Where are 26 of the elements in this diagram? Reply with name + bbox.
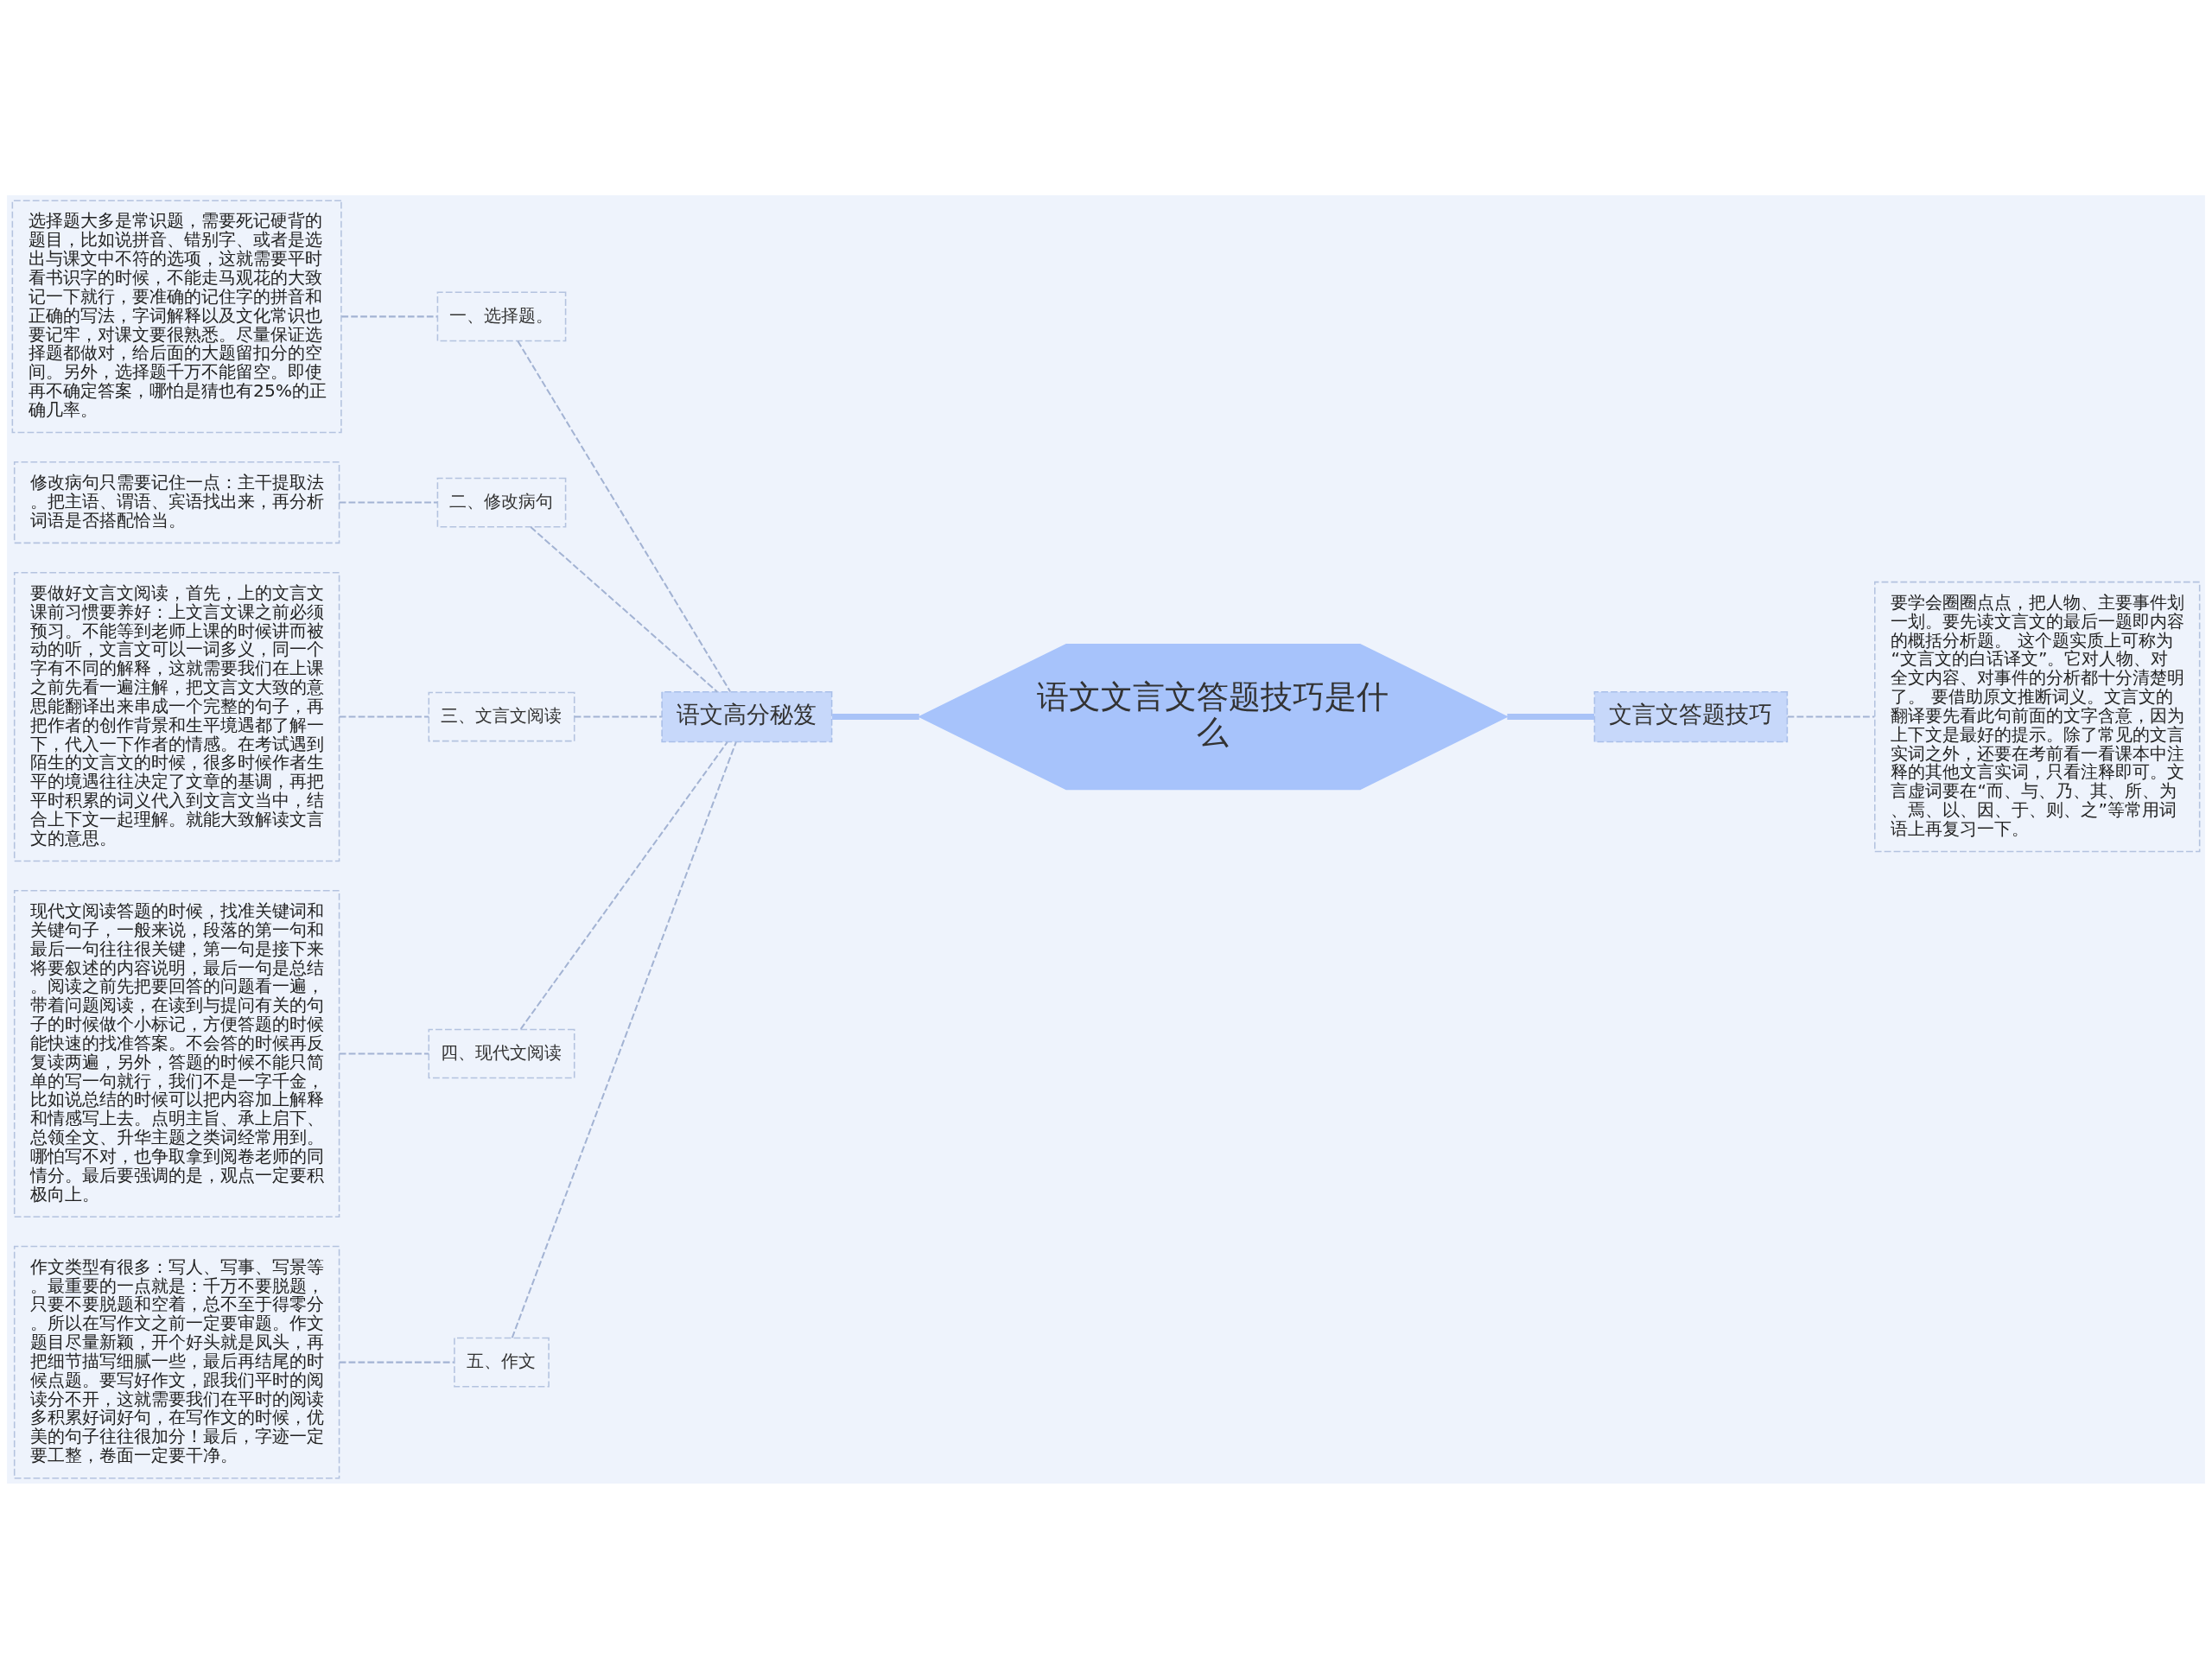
connector xyxy=(339,715,429,718)
connector xyxy=(511,740,737,1338)
connector xyxy=(1787,715,1875,718)
node-box: 要学会圈圈点点，把人物、主要事件划一划。要先读文言文的最后一题即内容的概括分析题。 这个题实质上可称为“文言文的白话译文”。它对人物、对全文内容、对事件的分析都十分清楚明了。 要借助原文推断词义。文言文的翻译要先看此句前面的文字含意，因为上下文是最好的提示。除了常见的文言实词之外，还要在考前看一看课本中注释的其他文言实词，只看注释即可。文言虚词要在“而、与、乃、其、所、为、焉、以、因、于、则、之”等常用词语上再复习一下。 xyxy=(1874,581,2201,852)
node-box: 四、现代文阅读 xyxy=(428,1028,575,1078)
connector xyxy=(530,525,718,692)
node-box: 要做好文言文阅读，首先，上的文言文课前习惯要养好：上文言文课之前必须预习。不能等到老师上课的时候讲而被动的听，文言文可以一词多义，同一个字有不同的解释，这就需要我们在上课之前先看一遍注解，把文言文大致的意思能翻译出来串成一个完整的句子，再把作者的创作背景和生平境遇都了解一下，代入一下作者的情感。在考试遇到陌生的文言文的时候，很多时候作者生平的境遇往往决定了文章的基调，再把平时积累的词义代入到文言文当中，结合上下文一起理解。就能大致解读文言文的意思。 xyxy=(13,571,340,861)
connector xyxy=(519,740,728,1029)
node-box: 语文高分秘笈 xyxy=(661,690,833,742)
node-box: 修改病句只需要记住一点：主干提取法。把主语、谓语、宾语找出来，再分析词语是否搭配恰当。 xyxy=(13,461,340,543)
connector xyxy=(517,340,732,692)
connector xyxy=(339,1361,454,1363)
node-box: 一、选择题。 xyxy=(436,291,567,341)
connector xyxy=(341,315,438,317)
connector xyxy=(339,501,438,504)
node-box: 文言文答题技巧 xyxy=(1593,690,1789,742)
connector xyxy=(339,1052,429,1054)
node-box: 五、作文 xyxy=(454,1337,550,1387)
node-box: 三、文言文阅读 xyxy=(428,691,575,741)
connector xyxy=(832,713,919,720)
node-box: 二、修改病句 xyxy=(436,477,567,527)
node-box: 选择题大多是常识题，需要死记硬背的题目，比如说拼音、错别字、或者是选出与课文中不符的选项，这就需要平时看书识字的时候，不能走马观花的大致记一下就行，要准确的记住字的拼音和正确的写法，字词解释以及文化常识也要记牢，对课文要很熟悉。尽量保证选择题都做对，给后面的大题留扣分的空间。另外，选择题千万不能留空。即使再不确定答案，哪怕是猜也有25%的正确几率。 xyxy=(11,199,342,433)
connector xyxy=(1507,713,1595,720)
node-box: 现代文阅读答题的时候，找准关键词和关键句子，一般来说，段落的第一句和最后一句往往很关键，第一句是接下来将要叙述的内容说明，最后一句是总结。阅读之前先把要回答的问题看一遍，带着问题阅读，在读到与提问有关的句子的时候做个小标记，方便答题的时候能快速的找准答案。不会答的时候再反复读两遍，另外，答题的时候不能只简单的写一句就行，我们不是一字千金，比如说总结的时候可以把内容加上解释和情感写上去。点明主旨、承上启下、总领全文、升华主题之类词经常用到。哪怕写不对，也争取拿到阅卷老师的同情分。最后要强调的是，观点一定要积极向上。 xyxy=(13,889,340,1217)
connector xyxy=(574,715,662,718)
node-box: 作文类型有很多：写人、写事、写景等。最重要的一点就是：千万不要脱题，只要不要脱题和空着，总不至于得零分。所以在写作文之前一定要审题。作文题目尽量新颖，开个好头就是凤头，再把细节描写细腻一些，最后再结尾的时候点题。要写好作文，跟我们平时的阅读分不开，这就需要我们在平时的阅读多积累好词好句，在写作文的时候，优美的句子往往很加分！最后，字迹一定要工整，卷面一定要干净。 xyxy=(13,1245,340,1479)
